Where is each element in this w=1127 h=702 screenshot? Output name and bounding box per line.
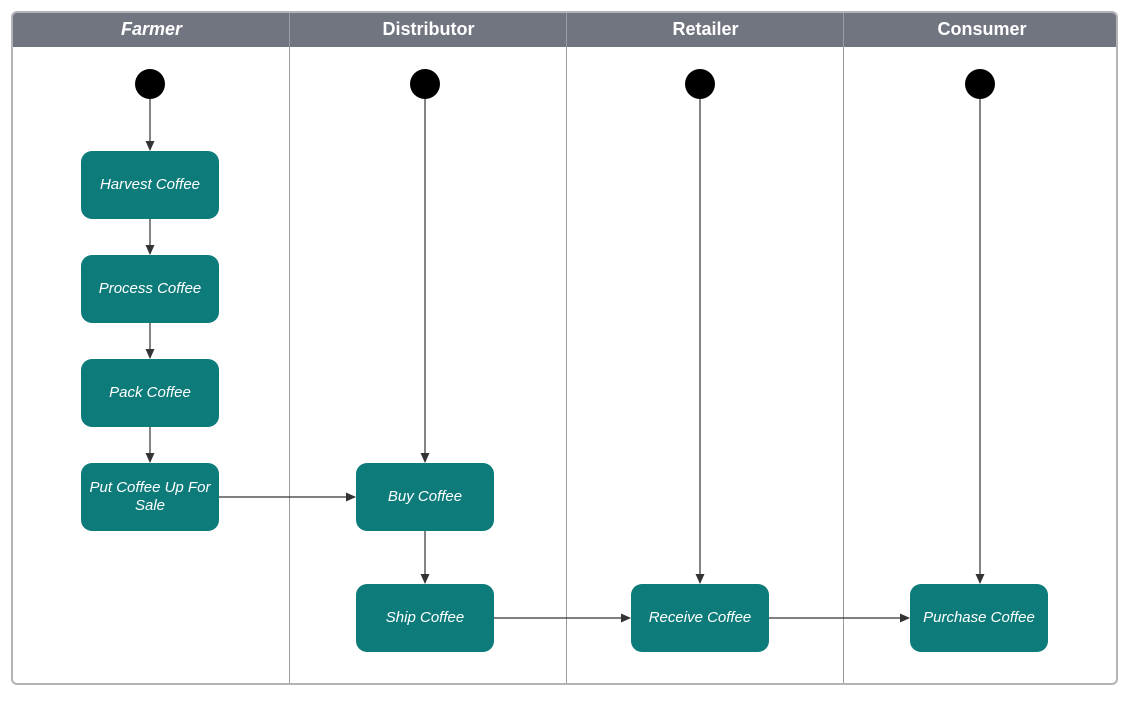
lane-header-farmer: Farmer [120,19,183,39]
activity-ship-coffee[interactable]: Ship Coffee [356,584,494,652]
activity-pack-coffee[interactable]: Pack Coffee [81,359,219,427]
activity-buy-coffee[interactable]: Buy Coffee [356,463,494,531]
swimlane-diagram: Farmer Distributor Retailer Consumer [11,11,1118,685]
activity-purchase-coffee[interactable]: Purchase Coffee [910,584,1048,652]
start-node-distributor [410,69,440,99]
start-node-consumer [965,69,995,99]
lane-divider [566,13,567,683]
lane-header-consumer: Consumer [937,19,1027,39]
lane-header-retailer: Retailer [672,19,739,39]
lane-divider [289,13,290,683]
activity-process-coffee[interactable]: Process Coffee [81,255,219,323]
activity-receive-coffee[interactable]: Receive Coffee [631,584,769,652]
lane-divider [843,13,844,683]
start-node-retailer [685,69,715,99]
start-node-farmer [135,69,165,99]
lane-header-bar [13,13,1116,47]
activity-put-coffee-up-for-sale[interactable]: Put Coffee Up For Sale [81,463,219,531]
activity-harvest-coffee[interactable]: Harvest Coffee [81,151,219,219]
lane-header-distributor: Distributor [382,19,475,39]
